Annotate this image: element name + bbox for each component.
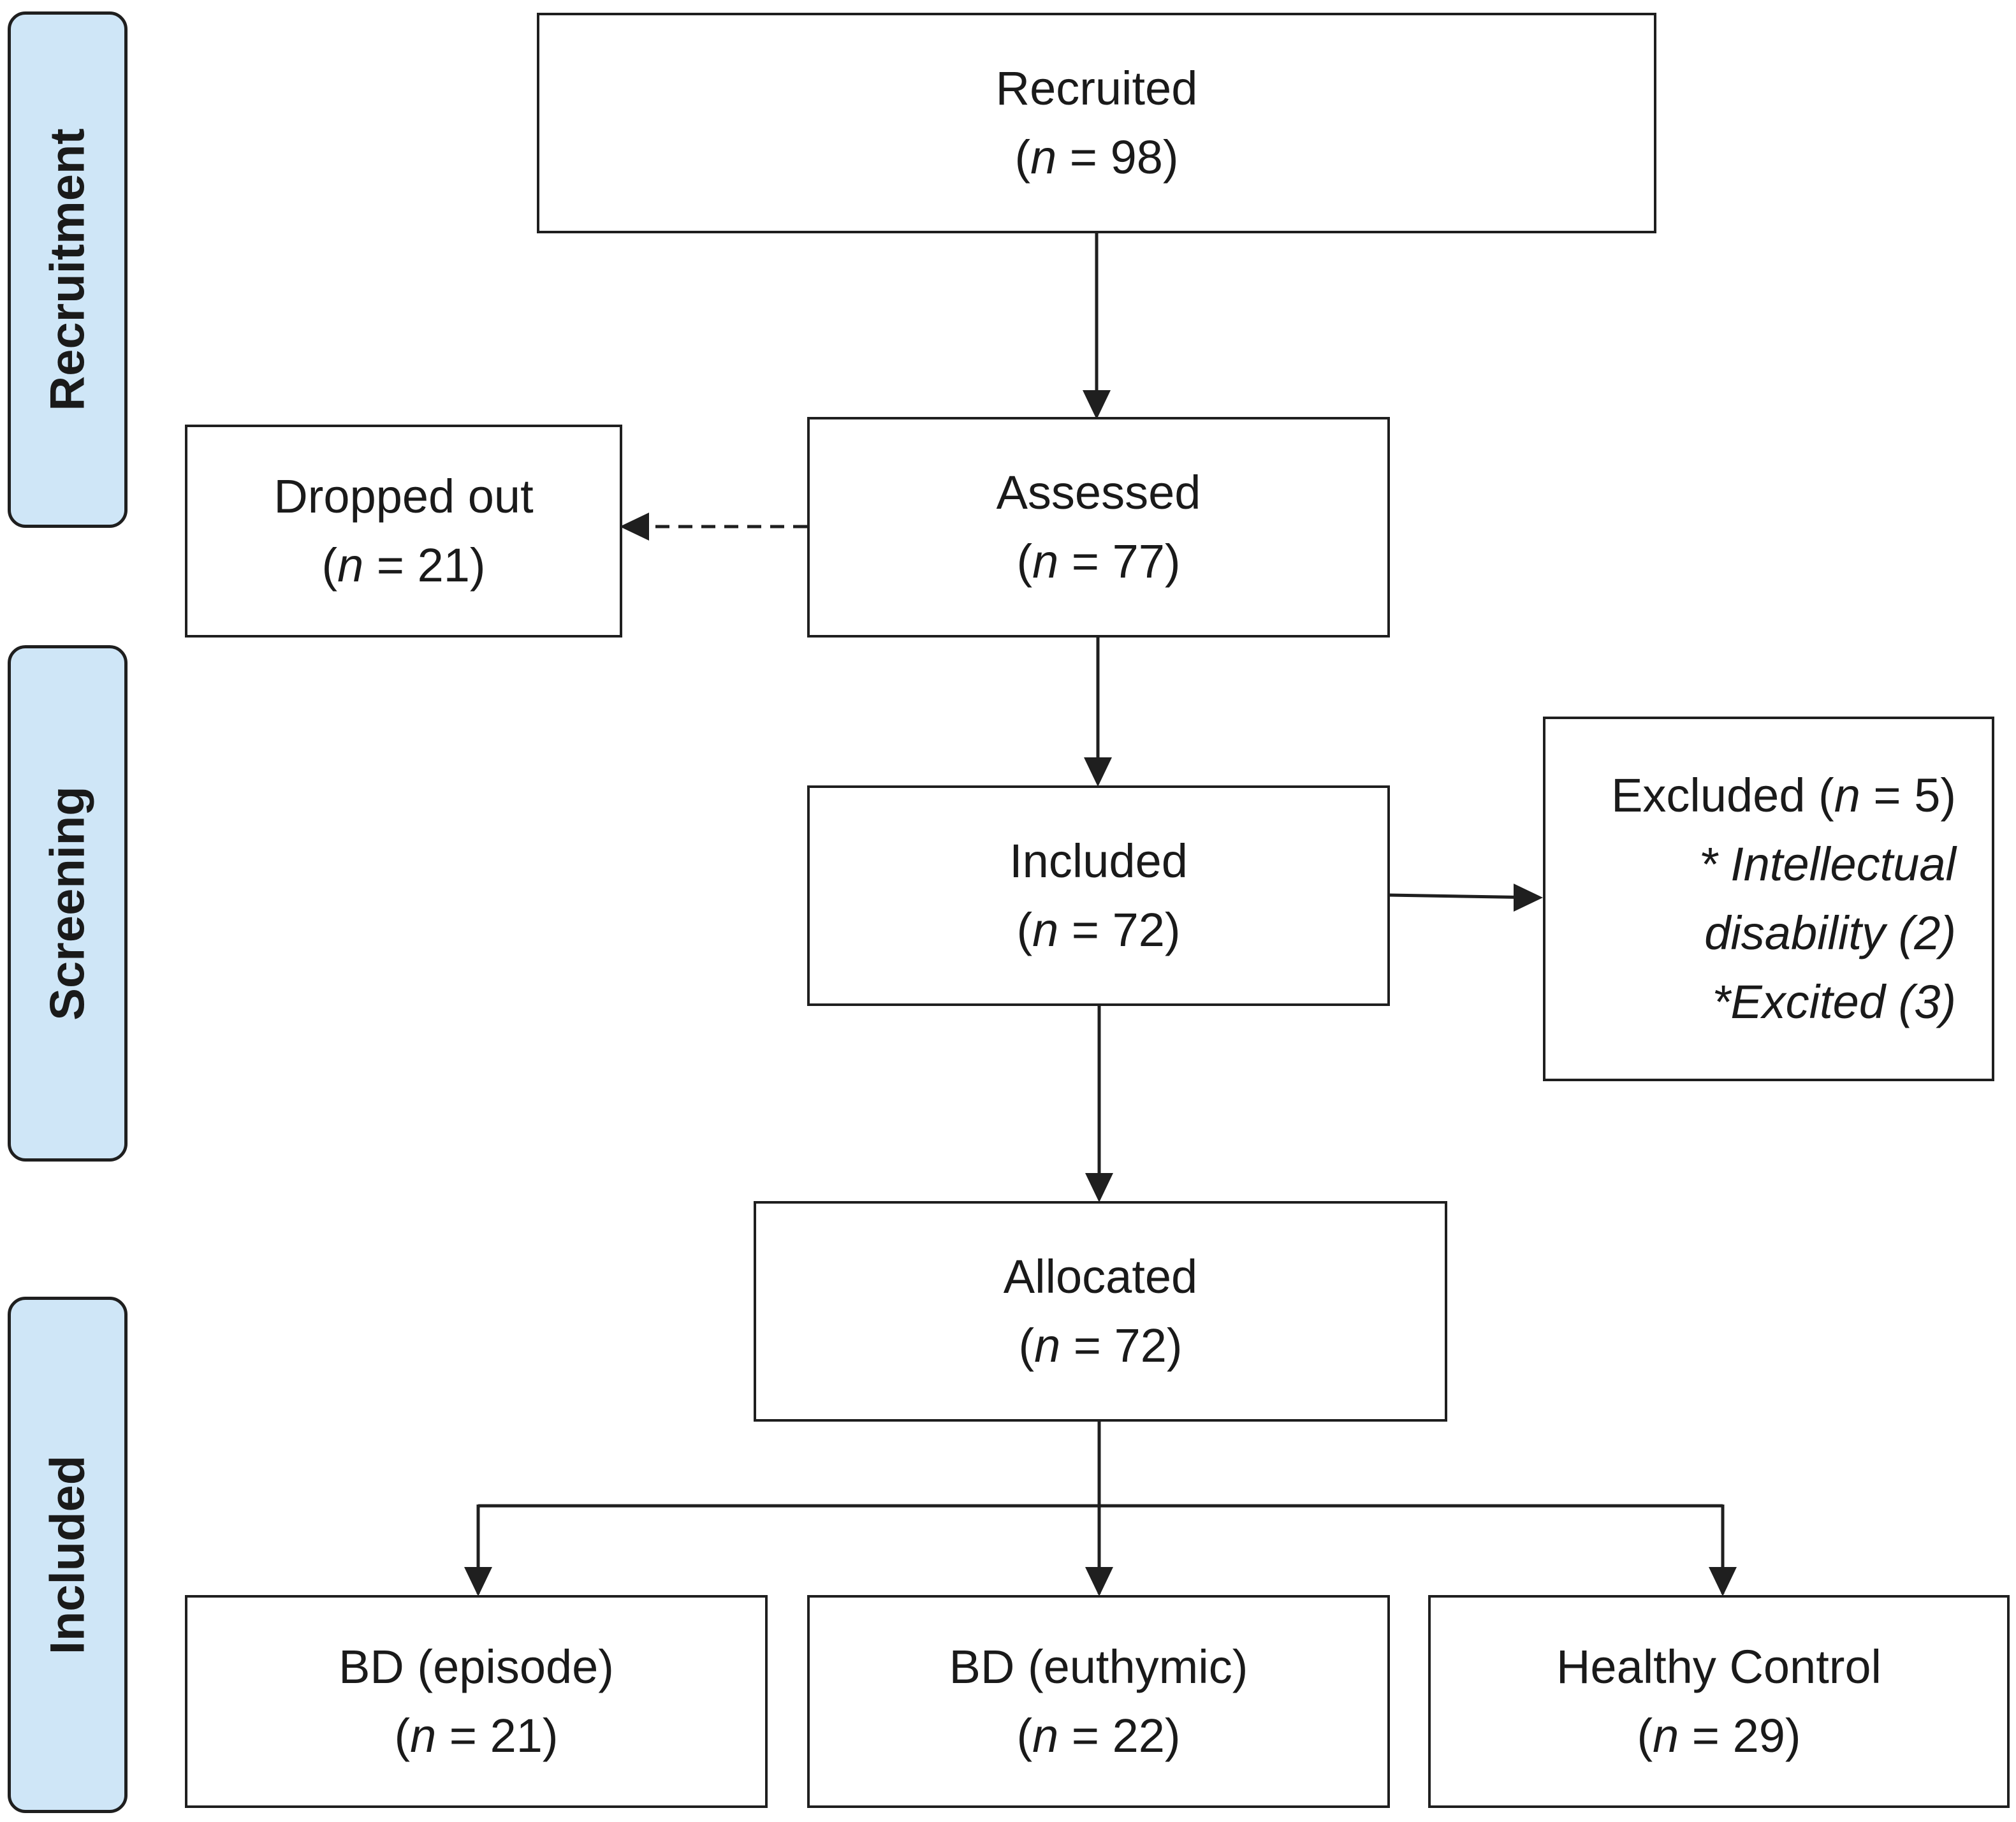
box-bd-euthymic-count: (n = 22) (1016, 1709, 1181, 1762)
box-healthy-control-title: Healthy Control (1556, 1640, 1881, 1693)
box-bd-episode: BD (episode) (n = 21) (185, 1595, 768, 1808)
box-dropped-out-title: Dropped out (274, 469, 534, 523)
box-included: Included (n = 72) (807, 785, 1390, 1006)
arrowhead-bd-euthymic (1085, 1567, 1113, 1596)
box-allocated-title: Allocated (1003, 1250, 1198, 1303)
box-bd-euthymic-title: BD (euthymic) (949, 1640, 1248, 1693)
box-healthy-control-count: (n = 29) (1637, 1709, 1801, 1762)
excluded-reason: *Excited (3) (1712, 975, 1956, 1029)
box-healthy-control: Healthy Control (n = 29) (1428, 1595, 2010, 1808)
box-assessed: Assessed (n = 77) (807, 417, 1390, 638)
arrowhead-allocated (1085, 1173, 1113, 1202)
arrowhead-bd-episode (464, 1567, 492, 1596)
box-recruited: Recruited (n = 98) (537, 13, 1656, 233)
stage-included: Included (8, 1297, 128, 1813)
arrowhead-dropped-out (620, 513, 649, 541)
box-allocated-count: (n = 72) (1018, 1319, 1183, 1372)
box-excluded: Excluded (n = 5) * Intellectual disabili… (1543, 717, 1994, 1081)
stage-included-label: Included (40, 1455, 95, 1655)
box-assessed-count: (n = 77) (1016, 535, 1181, 588)
box-dropped-out: Dropped out (n = 21) (185, 425, 622, 638)
box-dropped-out-count: (n = 21) (321, 539, 486, 592)
stage-recruitment: Recruitment (8, 11, 128, 528)
excluded-reason: * Intellectual (1698, 837, 1956, 891)
excluded-reason: disability (2) (1704, 907, 1956, 959)
stage-recruitment-label: Recruitment (40, 128, 95, 411)
box-recruited-title: Recruited (995, 61, 1198, 115)
box-recruited-count: (n = 98) (1014, 131, 1179, 184)
box-included-count: (n = 72) (1016, 903, 1181, 956)
stage-screening-label: Screening (40, 786, 95, 1021)
arrowhead-healthy-control (1709, 1567, 1737, 1596)
box-bd-episode-count: (n = 21) (394, 1709, 559, 1762)
box-allocated: Allocated (n = 72) (754, 1201, 1447, 1422)
box-bd-euthymic: BD (euthymic) (n = 22) (807, 1595, 1390, 1808)
arrowhead-excluded (1514, 884, 1543, 912)
arrowhead-included (1084, 757, 1112, 787)
box-assessed-title: Assessed (996, 465, 1201, 519)
box-excluded-title: Excluded (n = 5) (1611, 768, 1956, 822)
box-included-title: Included (1009, 834, 1188, 887)
box-bd-episode-title: BD (episode) (339, 1640, 614, 1693)
arrowhead-assessed (1083, 390, 1111, 419)
stage-screening: Screening (8, 645, 128, 1162)
